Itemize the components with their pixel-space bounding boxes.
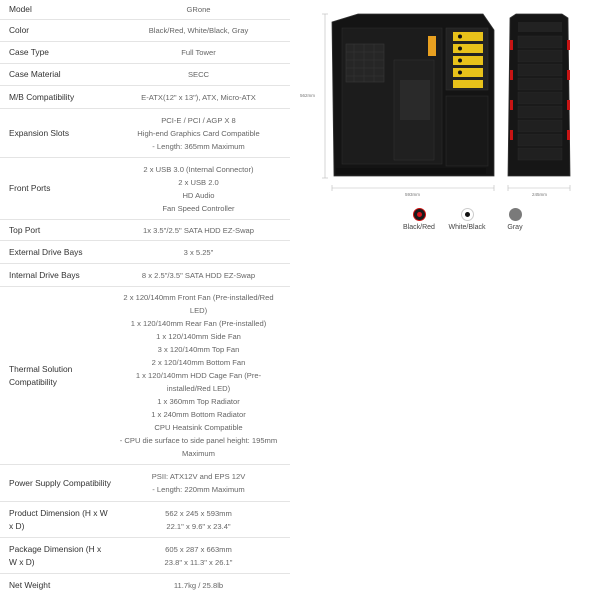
spec-value-line: 2 x USB 3.0 (Internal Connector) [143,164,254,174]
spec-label: Net Weight [9,579,51,590]
spec-value: Black/Red, White/Black, Gray [111,24,290,37]
spec-value-line: 605 x 287 x 663mm [165,544,232,554]
spec-label: External Drive Bays [9,246,83,257]
spec-value: 2 x USB 3.0 (Internal Connector) 2 x USB… [111,163,290,215]
spec-value: 11.7kg / 25.8lb [111,579,290,592]
color-swatches: Black/Red White/Black Gray [395,208,539,231]
spec-value-line: Fan Speed Controller [162,203,235,213]
spec-value: 605 x 287 x 663mm 23.8" x 11.3" x 26.1" [111,543,290,569]
spec-value-line: - Length: 220mm Maximum [152,485,245,494]
spec-value-line: PSII: ATX12V and EPS 12V [151,472,246,481]
spec-label: M/B Compatibility [9,91,75,102]
spec-value: PSII: ATX12V and EPS 12V - Length: 220mm… [111,470,290,496]
spec-row-power-supply: Power Supply Compatibility PSII: ATX12V … [0,465,290,502]
spec-value: GRone [111,3,290,16]
spec-value-line: E-ATX(12" x 13"), ATX, Micro-ATX [141,92,256,102]
spec-label: Case Type [9,47,49,57]
spec-value-line: 562 x 245 x 593mm [165,508,232,518]
spec-value-line: 1 x 120/140mm HDD Cage Fan (Pre- [135,371,262,380]
swatch-white-black[interactable]: White/Black [443,208,491,231]
spec-value: 8 x 2.5"/3.5" SATA HDD EZ-Swap [111,269,290,282]
spec-label: Case Material [9,69,61,79]
spec-value: 562 x 245 x 593mm 22.1" x 9.6" x 23.4" [111,507,290,533]
spec-value-line: 1 x 120/140mm Side Fan [156,332,241,341]
spec-value: PCI-E / PCI / AGP X 8 High-end Graphics … [111,114,290,153]
spec-value-line: 2 x 120/140mm Front Fan (Pre-installed/R… [123,293,274,302]
black-red-swatch-icon [412,208,426,221]
spec-value-line: High-end Graphics Card Compatible [137,128,260,138]
spec-value: 1x 3.5"/2.5" SATA HDD EZ-Swap [111,224,290,237]
spec-row-front-ports: Front Ports 2 x USB 3.0 (Internal Connec… [0,158,290,220]
spec-value: SECC [111,68,290,81]
spec-label: Color [9,25,30,35]
depth-dimension-label: 593mm [405,192,421,197]
spec-row-color: Color Black/Red, White/Black, Gray [0,20,290,42]
spec-value-line: HD Audio [182,190,215,200]
spec-value-line: Full Tower [181,48,216,57]
swatch-label: Black/Red [403,224,435,231]
spec-row-top-port: Top Port 1x 3.5"/2.5" SATA HDD EZ-Swap [0,220,290,241]
case-front-view [507,13,571,177]
spec-row-mb-compatibility: M/B Compatibility E-ATX(12" x 13"), ATX,… [0,86,290,109]
spec-label: Expansion Slots [9,127,70,138]
product-images: 562mm 593mm 245mm [298,0,600,240]
spec-label: Internal Drive Bays [9,269,80,280]
spec-row-case-type: Case Type Full Tower [0,42,290,64]
spec-value-line: PCI-E / PCI / AGP X 8 [161,115,236,125]
spec-label: Thermal Solution Compatibility [9,363,73,387]
spec-label: Top Port [9,224,41,235]
swatch-black-red[interactable]: Black/Red [395,208,443,231]
spec-label: Package Dimension (H x W x D) [9,543,102,567]
spec-row-thermal-solution: Thermal Solution Compatibility 2 x 120/1… [0,287,290,465]
spec-value: E-ATX(12" x 13"), ATX, Micro-ATX [111,91,290,104]
spec-label: Product Dimension (H x W x D) [9,507,108,531]
spec-value-line: 11.7kg / 25.8lb [173,580,224,590]
spec-value-line: GRone [186,5,211,14]
case-side-view [331,13,495,177]
spec-value: 3 x 5.25" [111,246,290,259]
spec-value-line: - CPU die surface to side panel height: … [119,436,278,445]
swatch-label: Gray [507,224,523,231]
spec-value-line: Black/Red, White/Black, Gray [148,26,249,35]
spec-row-internal-drive-bays: Internal Drive Bays 8 x 2.5"/3.5" SATA H… [0,264,290,287]
spec-value-line: 3 x 120/140mm Top Fan [157,345,240,354]
spec-value-line: 1 x 360mm Top Radiator [157,397,240,406]
spec-value-line: 22.1" x 9.6" x 23.4" [166,521,231,531]
swatch-gray[interactable]: Gray [491,208,539,231]
gray-swatch-icon [508,208,522,221]
width-dimension-label: 245mm [532,192,548,197]
spec-value-line: 1 x 120/140mm Rear Fan (Pre-installed) [130,319,267,328]
spec-value-line: Maximum [182,449,215,458]
spec-label: Front Ports [9,183,51,193]
spec-value-line: installed/Red LED) [166,384,231,393]
spec-row-net-weight: Net Weight 11.7kg / 25.8lb [0,574,290,596]
spec-row-package-dimension: Package Dimension (H x W x D) 605 x 287 … [0,538,290,574]
white-black-swatch-icon [460,208,474,221]
spec-value-line: 2 x 120/140mm Bottom Fan [151,358,246,367]
spec-value: 2 x 120/140mm Front Fan (Pre-installed/R… [111,291,290,460]
height-dimension-label: 562mm [300,93,316,98]
spec-value: Full Tower [111,46,290,59]
case-illustration [322,13,571,191]
spec-value-line: 1 x 240mm Bottom Radiator [151,410,246,419]
spec-value-line: - Length: 365mm Maximum [152,141,245,151]
spec-label: Model [9,4,32,14]
spec-value-line: LED) [189,306,208,315]
spec-value-line: 2 x USB 2.0 [178,177,219,187]
swatch-label: White/Black [448,224,486,231]
spec-row-external-drive-bays: External Drive Bays 3 x 5.25" [0,241,290,264]
spec-value-line: 23.8" x 11.3" x 26.1" [164,557,233,567]
spec-row-expansion-slots: Expansion Slots PCI-E / PCI / AGP X 8 Hi… [0,109,290,158]
spec-row-model: Model GRone [0,0,290,20]
spec-value-line: SECC [187,70,210,79]
spec-row-case-material: Case Material SECC [0,64,290,86]
spec-value-line: 3 x 5.25" [183,247,214,257]
spec-value-line: 1x 3.5"/2.5" SATA HDD EZ-Swap [142,225,255,235]
spec-row-product-dimension: Product Dimension (H x W x D) 562 x 245 … [0,502,290,538]
spec-value-line: 8 x 2.5"/3.5" SATA HDD EZ-Swap [141,270,256,280]
spec-table: Model GRone Color Black/Red, White/Black… [0,0,290,596]
spec-label: Power Supply Compatibility [9,477,111,488]
spec-value-line: CPU Heatsink Compatible [154,423,243,432]
